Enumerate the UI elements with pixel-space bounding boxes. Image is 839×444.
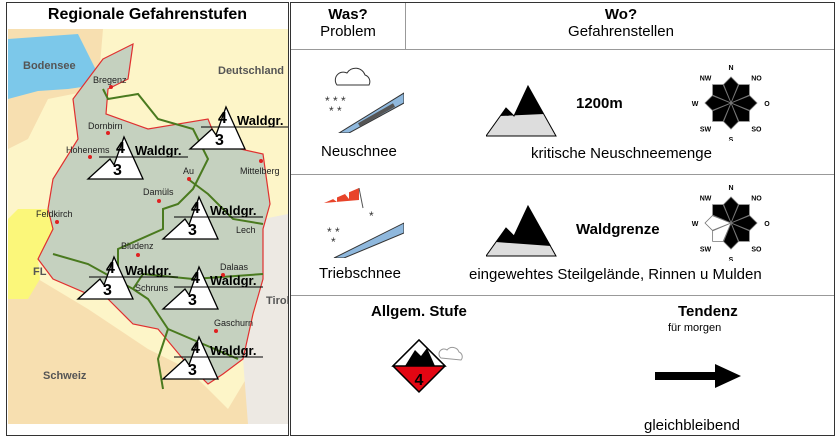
- town-label: Hohenems: [66, 145, 110, 155]
- town-label: Lech: [236, 225, 256, 235]
- aspect-label: NO: [751, 196, 762, 203]
- tendency-subtitle: für morgen: [668, 322, 722, 334]
- elevation-label: 1200m: [576, 95, 623, 112]
- lower-level: 3: [113, 162, 122, 179]
- aspect-label: W: [692, 101, 699, 108]
- aspect-label: O: [764, 101, 770, 108]
- label-tirol: Tirol: [266, 295, 288, 307]
- elevation-mountain-icon: [486, 84, 557, 137]
- svg-text:* *: * *: [329, 104, 342, 118]
- label-bodensee: Bodensee: [23, 60, 76, 72]
- region-danger-triangle: 4 3 Waldgr.: [76, 255, 178, 300]
- elevation-mountain-icon: [486, 204, 557, 257]
- aspect-label: S: [729, 137, 734, 141]
- tendency-value: gleichbleibend: [644, 417, 740, 434]
- region-danger-triangle: 4 3 Waldgr.: [161, 335, 263, 380]
- aspect-rose: N NO O SO S SW W NW: [692, 65, 771, 141]
- aspect-sector-NW: [712, 204, 732, 224]
- region-danger-triangle: 4 3 Waldgr.: [161, 265, 263, 310]
- danger-level-4-icon: 4: [391, 338, 463, 394]
- lower-level: 3: [188, 292, 197, 309]
- aspect-sector-NW: [712, 84, 732, 104]
- boundary-label: Waldgr.: [210, 273, 256, 288]
- general-level-title: Allgem. Stufe: [371, 303, 467, 320]
- col-what-sub: Problem: [320, 23, 376, 40]
- problem-label: Triebschnee: [319, 265, 401, 282]
- arrow-right-icon: [655, 364, 741, 388]
- danger-level-number: 4: [415, 372, 424, 389]
- elevation-label: Waldgrenze: [576, 221, 660, 238]
- town-label: Au: [183, 166, 194, 176]
- wind-slab-icon: * ***: [324, 188, 404, 258]
- svg-text:* *: * *: [327, 225, 340, 239]
- lower-level: 3: [188, 362, 197, 379]
- town-label: Schruns: [135, 283, 169, 293]
- location-description: kritische Neuschneemenge: [531, 145, 712, 162]
- aspect-label: SO: [751, 126, 762, 133]
- tendency-title: Tendenz: [678, 303, 738, 320]
- boundary-label: Waldgr.: [210, 203, 256, 218]
- boundary-label: Waldgr.: [125, 263, 171, 278]
- aspect-label: NO: [751, 76, 762, 83]
- upper-level: 4: [106, 260, 115, 277]
- aspect-label: O: [764, 221, 770, 228]
- aspect-rose: N NO O SO S SW W NW: [692, 185, 771, 261]
- vorarlberg-map: Bodensee Deutschland FL Schweiz Tirol 4 …: [8, 29, 288, 424]
- col-where-title: Wo?: [604, 6, 638, 23]
- town-label: Dalaas: [220, 262, 249, 272]
- upper-level: 4: [218, 110, 227, 127]
- upper-level: 4: [191, 270, 200, 287]
- upper-level: 4: [116, 140, 125, 157]
- boundary-label: Waldgr.: [135, 143, 181, 158]
- town-label: Mittelberg: [240, 166, 280, 176]
- aspect-label: S: [729, 257, 734, 261]
- boundary-label: Waldgr.: [210, 343, 256, 358]
- regional-danger-map-panel: Regionale Gefahrenstufen Bodensee Deutsc…: [6, 2, 289, 436]
- lower-level: 3: [103, 282, 112, 299]
- aspect-label: NW: [700, 76, 712, 83]
- aspect-label: SW: [700, 126, 712, 133]
- label-schweiz: Schweiz: [43, 370, 87, 382]
- map-title: Regionale Gefahrenstufen: [47, 6, 248, 23]
- col-what-title: Was?: [328, 6, 368, 23]
- town-label: Gaschurn: [214, 318, 253, 328]
- town-label: Dornbirn: [88, 121, 123, 131]
- lower-level: 3: [188, 222, 197, 239]
- town-label: Damüls: [143, 187, 174, 197]
- boundary-label: Waldgr.: [237, 113, 283, 128]
- label-deutschland: Deutschland: [218, 65, 284, 77]
- aspect-label: N: [728, 185, 733, 192]
- danger-table: Was?Problem Wo?Gefahrenstellen * * ** * …: [290, 2, 835, 436]
- region-danger-triangle: 4 3 Waldgr.: [86, 135, 188, 180]
- town-label: Bregenz: [93, 75, 127, 85]
- location-description: eingewehtes Steilgelände, Rinnen u Mulde…: [469, 266, 762, 283]
- lower-level: 3: [215, 132, 224, 149]
- aspect-label: SW: [700, 246, 712, 253]
- col-where-sub: Gefahrenstellen: [568, 23, 674, 40]
- new-snow-icon: * * ** *: [325, 67, 404, 133]
- town-label: Bludenz: [121, 241, 154, 251]
- aspect-label: NW: [700, 196, 712, 203]
- svg-text:* * *: * * *: [325, 94, 346, 108]
- problem-label: Neuschnee: [321, 143, 397, 160]
- svg-text:*: *: [369, 209, 374, 223]
- town-label: Feldkirch: [36, 209, 73, 219]
- upper-level: 4: [191, 340, 200, 357]
- aspect-label: N: [728, 65, 733, 72]
- svg-text:*: *: [331, 235, 336, 249]
- upper-level: 4: [191, 200, 200, 217]
- region-danger-triangle: 4 3 Waldgr.: [161, 195, 263, 240]
- label-fl: FL: [33, 266, 47, 278]
- aspect-label: W: [692, 221, 699, 228]
- aspect-label: SO: [751, 246, 762, 253]
- region-danger-triangle: 4 3 Waldgr.: [188, 105, 288, 150]
